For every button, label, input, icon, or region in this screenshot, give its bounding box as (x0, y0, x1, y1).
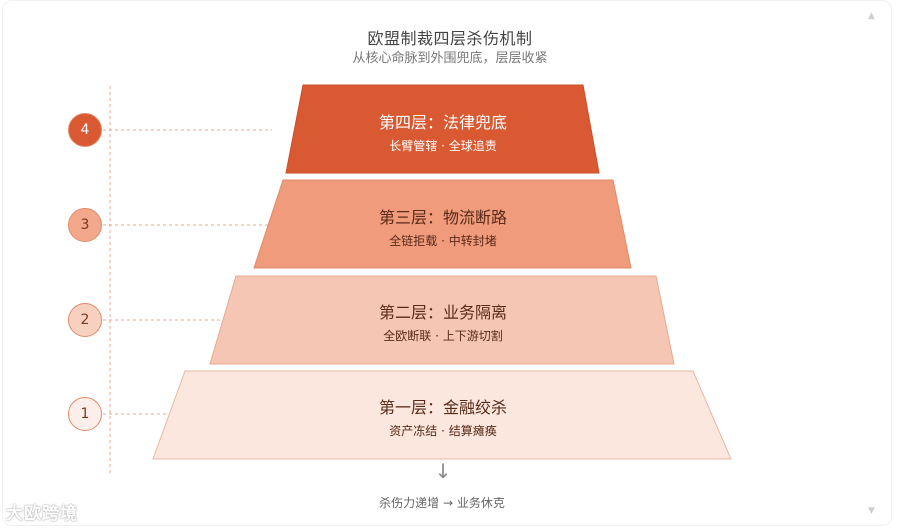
diagram-subtitle: 从核心命脉到外围兜底，层层收紧 (352, 51, 548, 66)
layer-1-title: 第一层：金融绞杀 (378, 398, 507, 417)
scroll-down-icon[interactable]: ▼ (868, 506, 875, 516)
footer-caption: 杀伤力递增 → 业务休克 (379, 496, 505, 510)
diagram-title: 欧盟制裁四层杀伤机制 (367, 29, 533, 48)
layer-4-number-badge: 4 (68, 113, 102, 147)
layer-4-subtitle: 长臂管辖 · 全球追责 (389, 139, 497, 153)
layer-3-label: 第三层：物流断路 全链拒载 · 中转封堵 (293, 208, 593, 249)
layer-3-subtitle: 全链拒载 · 中转封堵 (389, 234, 497, 248)
layer-3-shape (253, 179, 632, 269)
layer-2-number-badge: 2 (68, 303, 102, 337)
layer-2-subtitle: 全欧断联 · 上下游切割 (383, 329, 503, 343)
scroll-up-icon[interactable]: ▲ (868, 11, 875, 21)
watermark-text: 大欧跨境 (6, 504, 78, 524)
layer-2-shape (209, 275, 675, 365)
layer-1-shape (152, 370, 732, 460)
layer-4-shape (285, 84, 600, 174)
layer-2-title: 第二层：业务隔离 (378, 303, 507, 322)
layer-1-number-badge: 1 (68, 397, 102, 431)
watermark-logo: 大欧跨境 (6, 499, 78, 524)
layer-1-subtitle: 资产冻结 · 结算瘫痪 (389, 424, 497, 438)
layer-2-label: 第二层：业务隔离 全欧断联 · 上下游切割 (293, 303, 593, 344)
layer-3-number-badge: 3 (68, 208, 102, 242)
layer-1-label: 第一层：金融绞杀 资产冻结 · 结算瘫痪 (293, 398, 593, 439)
layer-3-title: 第三层：物流断路 (378, 208, 507, 227)
layer-4-label: 第四层：法律兜底 长臂管辖 · 全球追责 (293, 113, 593, 154)
down-arrow-icon: ↓ (434, 459, 452, 483)
layer-4-title: 第四层：法律兜底 (378, 113, 507, 132)
